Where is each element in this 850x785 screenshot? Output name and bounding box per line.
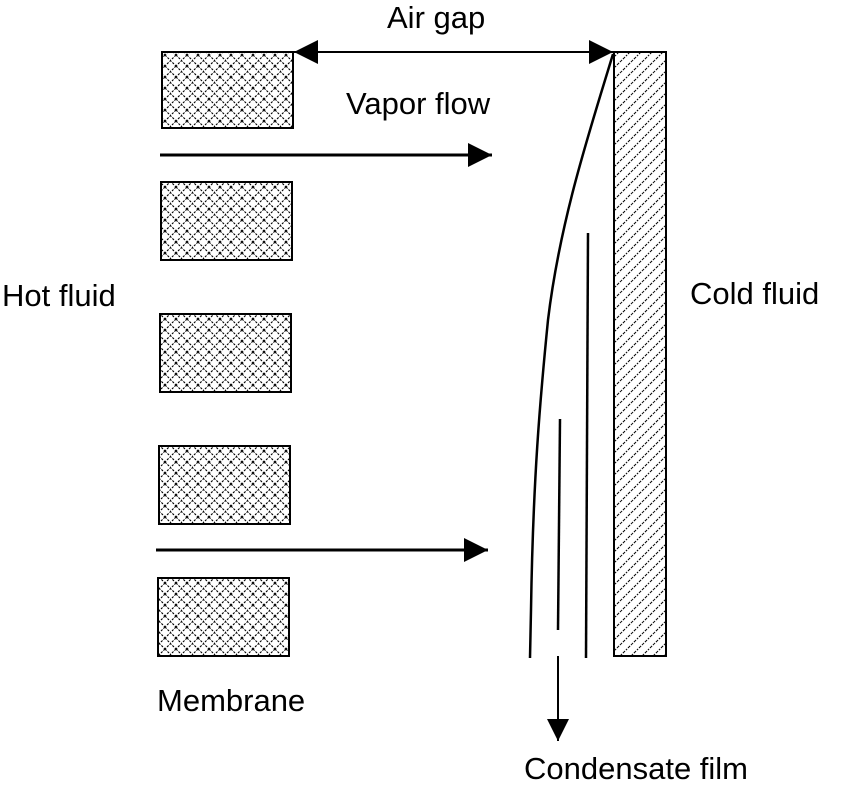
condensate-film-line (584, 232, 590, 659)
membrane (157, 51, 294, 657)
membrane-segment (159, 313, 292, 393)
condensate-film-line (556, 418, 562, 631)
hot-fluid-label: Hot fluid (2, 278, 116, 313)
membrane-segment (158, 445, 291, 525)
condensate-film-label: Condensate film (524, 751, 748, 785)
membrane-segment (161, 51, 294, 129)
cold-fluid-label: Cold fluid (690, 276, 819, 311)
membrane-segment (160, 181, 293, 261)
condensate-film-boundary (528, 53, 615, 659)
membrane-label: Membrane (157, 683, 305, 718)
air-gap-label: Air gap (387, 0, 485, 35)
cold-wall (613, 51, 667, 657)
membrane-segment (157, 577, 290, 657)
vapor-flow-label: Vapor flow (346, 86, 491, 121)
